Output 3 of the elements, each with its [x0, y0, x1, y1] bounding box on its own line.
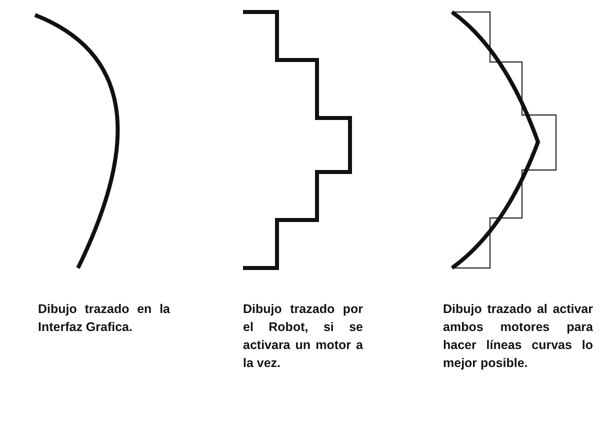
- caption-text: Dibujo trazado por el Robot, si se activara un motor a la vez.: [243, 301, 363, 372]
- caption-text: Dibujo trazado al activar ambos motores para hacer líneas curvas lo mejor posible.: [443, 301, 593, 372]
- caption-text: Dibujo trazado en la Interfaz Grafica.: [38, 301, 170, 336]
